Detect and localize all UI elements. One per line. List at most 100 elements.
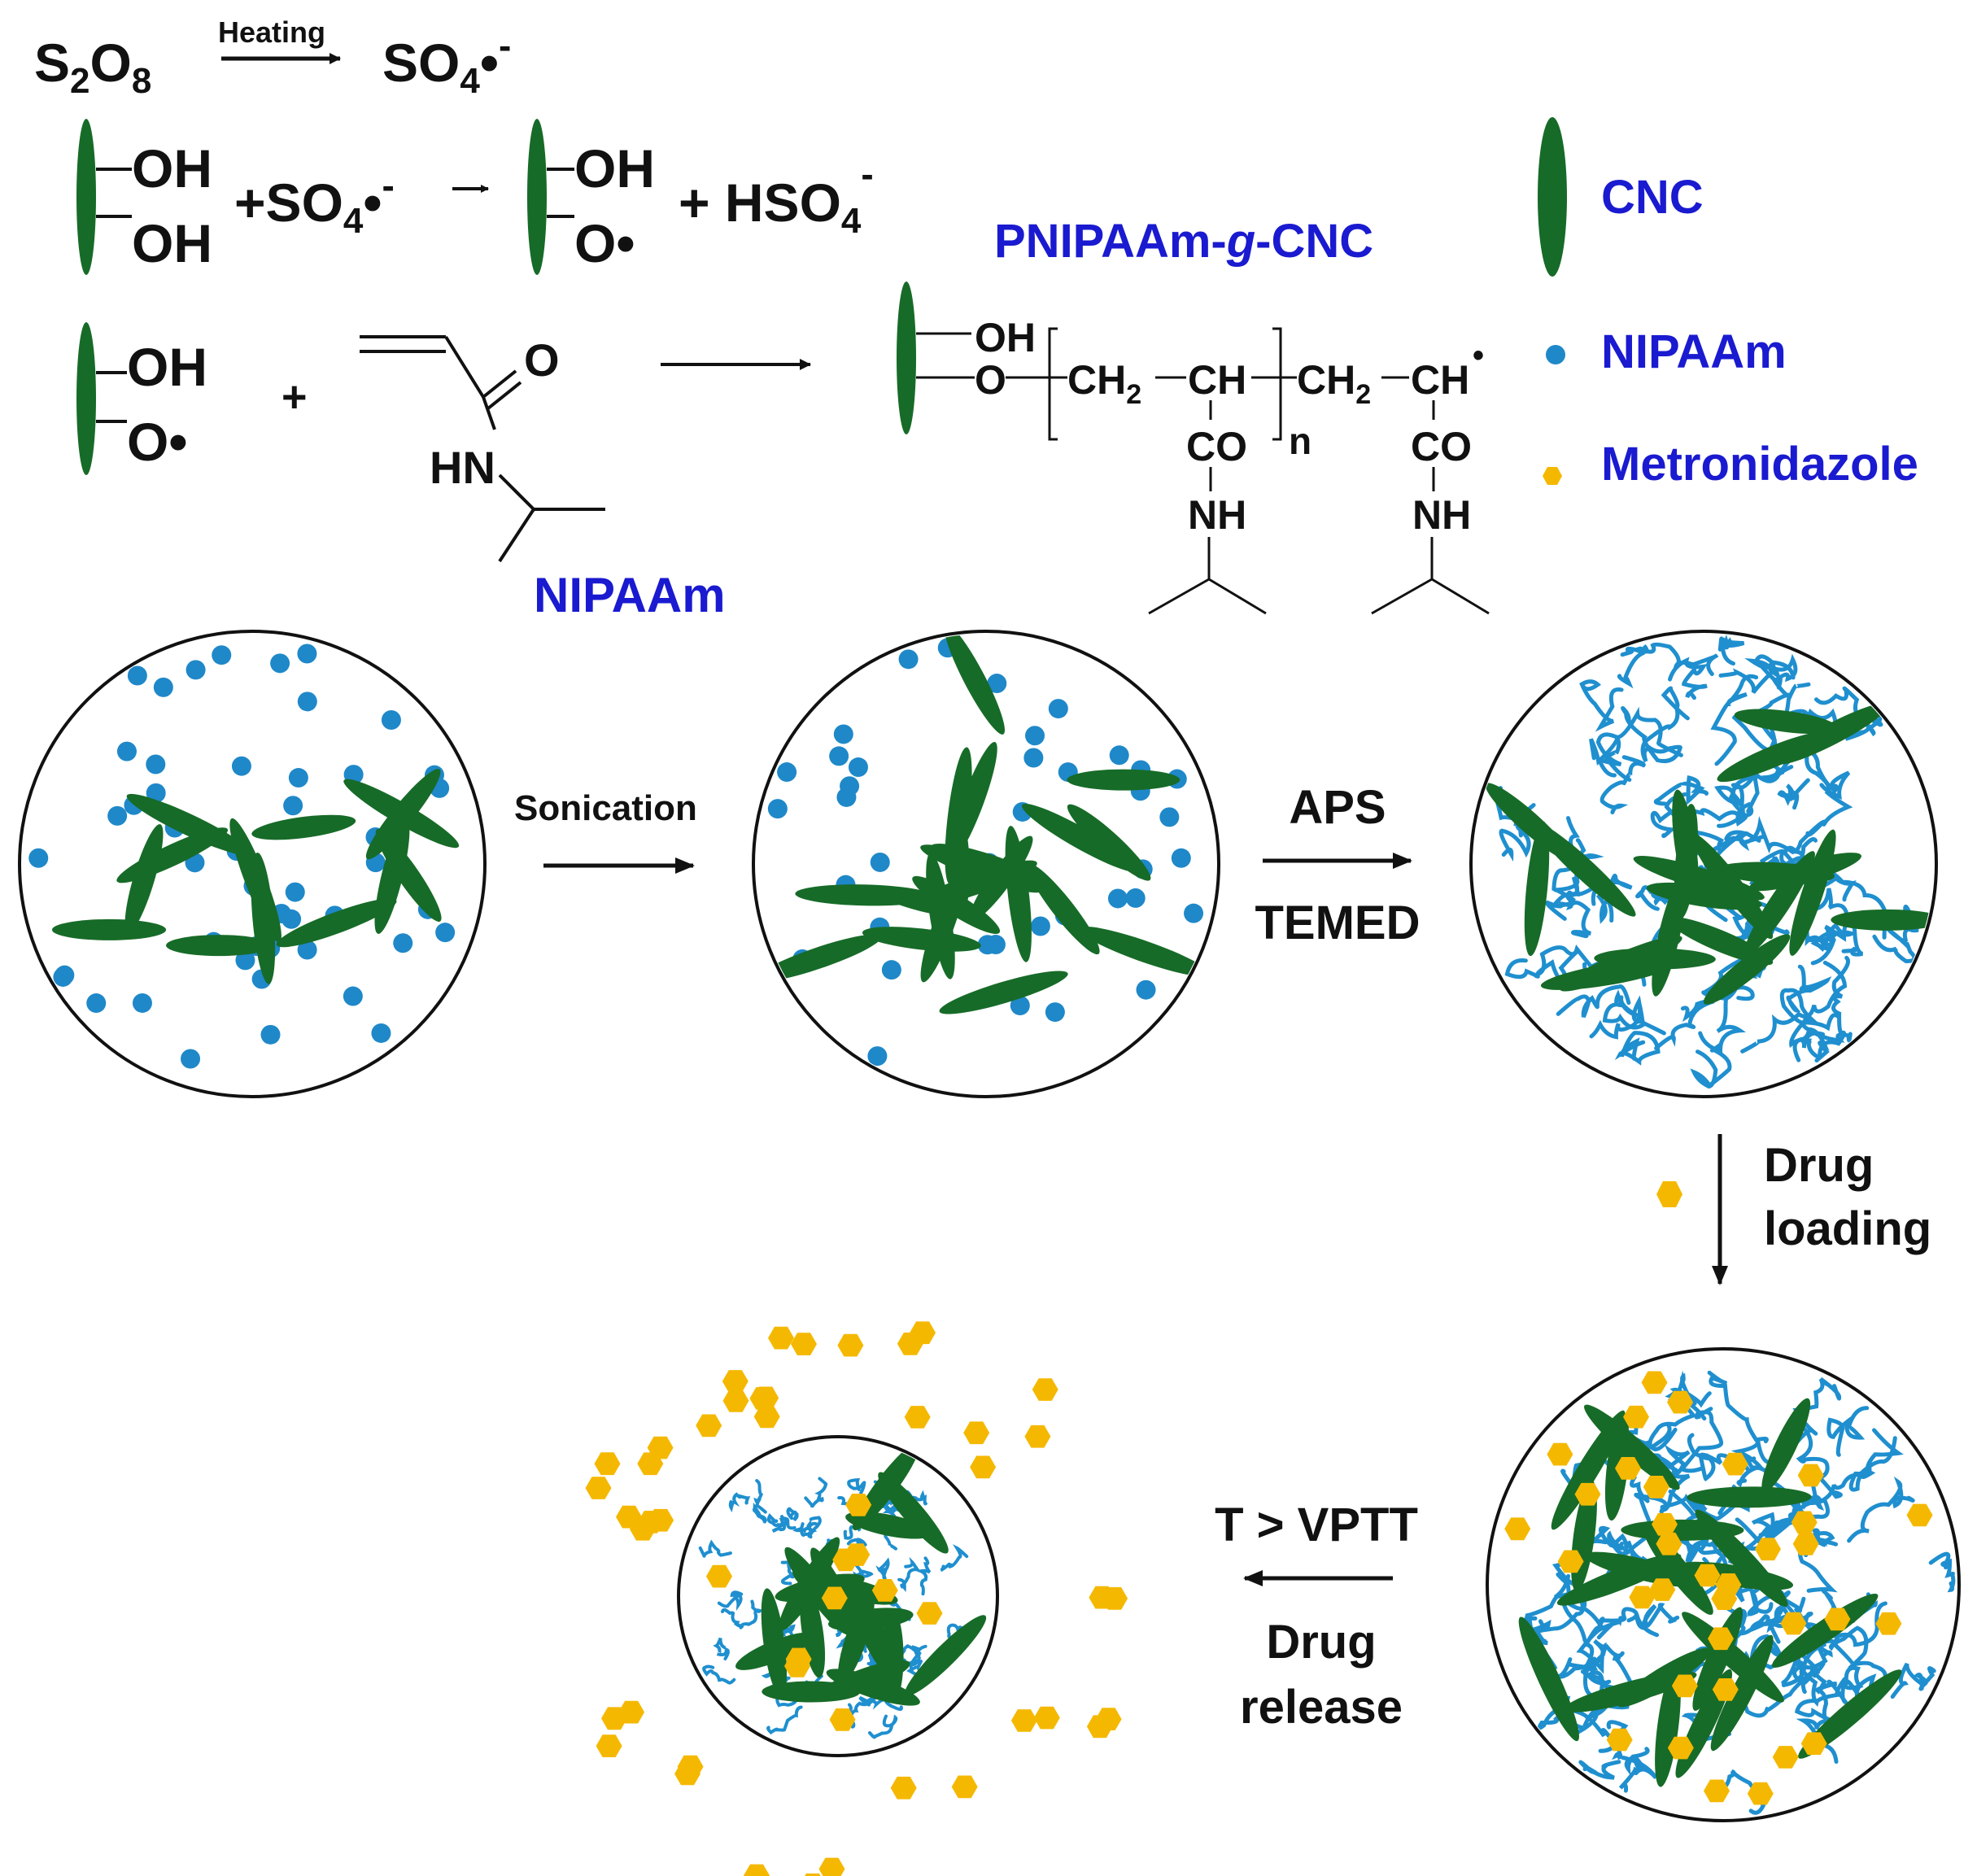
metronidazole-molecule	[1615, 1457, 1641, 1480]
polymer-chain	[843, 1520, 862, 1540]
cnc-rod	[1798, 1669, 1902, 1759]
panel-contents	[698, 1442, 987, 1739]
drug-release-label-top: Drug	[1266, 1616, 1376, 1669]
polymer-chain	[1582, 1639, 1625, 1699]
nipaam-monomer-dot	[231, 756, 251, 776]
nipaam-monomer-dot	[283, 796, 303, 816]
plus-sign: +	[234, 172, 266, 233]
svg-text:+SO4•-: +SO4•-	[234, 164, 395, 241]
hso4-subscript: 4	[841, 201, 862, 241]
metronidazole-molecule	[1780, 1612, 1807, 1635]
polymer-chain	[1632, 642, 1719, 676]
polymer-chain	[1806, 915, 1854, 952]
metronidazole-molecule	[1667, 1390, 1694, 1414]
hso4-charge: -	[861, 153, 873, 195]
cnc-rod	[1564, 1671, 1697, 1712]
collapsed-hydrogel-releasing-drug	[585, 1321, 1128, 1876]
cnc-rod	[229, 818, 281, 943]
nipaam-monomer-dot	[1125, 888, 1146, 908]
oxygen-radical-label: O•	[574, 213, 635, 273]
polymer-chain	[792, 1519, 819, 1534]
svg-text:PNIPAAm-g-CNC: PNIPAAm-g-CNC	[994, 215, 1373, 268]
polymer-chain	[875, 1557, 890, 1580]
carbonyl-oxygen-label: O	[524, 334, 560, 386]
metronidazole-molecule	[596, 1734, 622, 1757]
nipaam-dot-icon	[1546, 345, 1565, 364]
metronidazole-molecule	[1033, 1706, 1060, 1730]
metronidazole-molecule	[753, 1405, 780, 1429]
cnc-rod	[800, 1585, 826, 1678]
metronidazole-molecule	[753, 1386, 779, 1410]
temperature-condition-label: T > VPTT	[1215, 1499, 1418, 1551]
metronidazole-molecule	[1102, 1587, 1128, 1610]
polymer-chain	[1698, 985, 1755, 1054]
metronidazole-molecule	[1024, 1424, 1051, 1448]
methine-label: CH	[1188, 357, 1246, 403]
cnc-rod	[1556, 1553, 1682, 1606]
cnc-rod-icon	[76, 322, 96, 475]
metronidazole-molecule	[1722, 1452, 1748, 1476]
heating-label: Heating	[218, 15, 325, 49]
cnc-rod	[1067, 769, 1181, 791]
metronidazole-molecule	[837, 1333, 864, 1357]
polymer-chain	[1571, 1700, 1629, 1739]
metronidazole-molecule	[1010, 1709, 1037, 1732]
cnc-rod	[1551, 1410, 1626, 1530]
cnc-rod	[735, 1632, 815, 1670]
cnc-rod	[939, 971, 1068, 1014]
nipaam-monomer-dot	[86, 993, 107, 1014]
metronidazole-molecule	[1906, 1503, 1933, 1527]
temed-label: TEMED	[1255, 897, 1421, 949]
nipaam-monomer-dot	[1030, 916, 1050, 936]
metronidazole-molecule	[1606, 1728, 1633, 1752]
hydrogen-abstraction-step: OH OH +SO4•- OH O• + HSO4-	[76, 119, 874, 275]
nipaam-monomer-dot	[987, 674, 1007, 694]
polymer-chain	[713, 1637, 730, 1660]
cnc-rod	[862, 927, 981, 952]
polymer-chain	[1821, 1589, 1888, 1647]
carbonyl-label: CO	[1186, 424, 1247, 469]
metronidazole-molecule	[1824, 1608, 1851, 1631]
nipaam-monomer-dot	[132, 993, 152, 1013]
cnc-rod-icon	[1538, 117, 1567, 277]
metronidazole-molecule	[904, 1406, 931, 1429]
metronidazole-molecule	[1649, 1578, 1676, 1601]
cnc-rod	[878, 1472, 949, 1554]
nipaam-monomer-dot	[185, 660, 206, 680]
metronidazole-molecule	[805, 1873, 821, 1876]
metronidazole-molecule	[785, 1647, 812, 1671]
oxygen-radical-label: O•	[127, 412, 187, 472]
hydroxyl-label: OH	[132, 213, 212, 273]
metronidazole-hexagon-icon	[1656, 1181, 1682, 1207]
methine-label: CH	[1411, 357, 1469, 403]
metronidazole-molecule	[1671, 1674, 1698, 1698]
polymer-chain	[752, 1502, 767, 1524]
metronidazole-molecule	[818, 1857, 845, 1876]
polymer-chain	[1818, 955, 1850, 1058]
initiator-subscript-1: 2	[70, 61, 89, 101]
nipaam-monomer-dot	[127, 665, 147, 686]
polymer-chain	[868, 1714, 898, 1739]
polymer-chain	[909, 1644, 927, 1672]
metronidazole-molecule	[616, 1505, 642, 1529]
nipaam-monomer-dot	[977, 935, 997, 955]
nipaam-monomer-dot	[381, 710, 401, 731]
polymer-chain	[1683, 774, 1760, 822]
monomer-name-label: NIPAAm	[534, 568, 726, 622]
legend-label-metronidazole: Metronidazole	[1601, 438, 1918, 491]
metronidazole-molecule	[706, 1564, 732, 1588]
cnc-rod	[1067, 804, 1151, 881]
cnc-rod	[1831, 909, 1934, 931]
metronidazole-molecule	[677, 1755, 704, 1778]
metronidazole-molecule	[1652, 1512, 1678, 1536]
initiator-decomposition: S2O8 Heating SO4•-	[34, 15, 511, 101]
nipaam-structure	[360, 335, 605, 563]
nipaam-monomer-dot	[53, 966, 73, 987]
carbonyl-label: CO	[1411, 424, 1472, 469]
nipaam-monomer-dot	[898, 649, 919, 670]
polymer-chain	[1714, 765, 1794, 806]
cnc-rod	[1710, 1634, 1774, 1752]
metronidazole-molecule	[1667, 1736, 1694, 1760]
svg-text:SO4•-: SO4•-	[382, 24, 511, 101]
